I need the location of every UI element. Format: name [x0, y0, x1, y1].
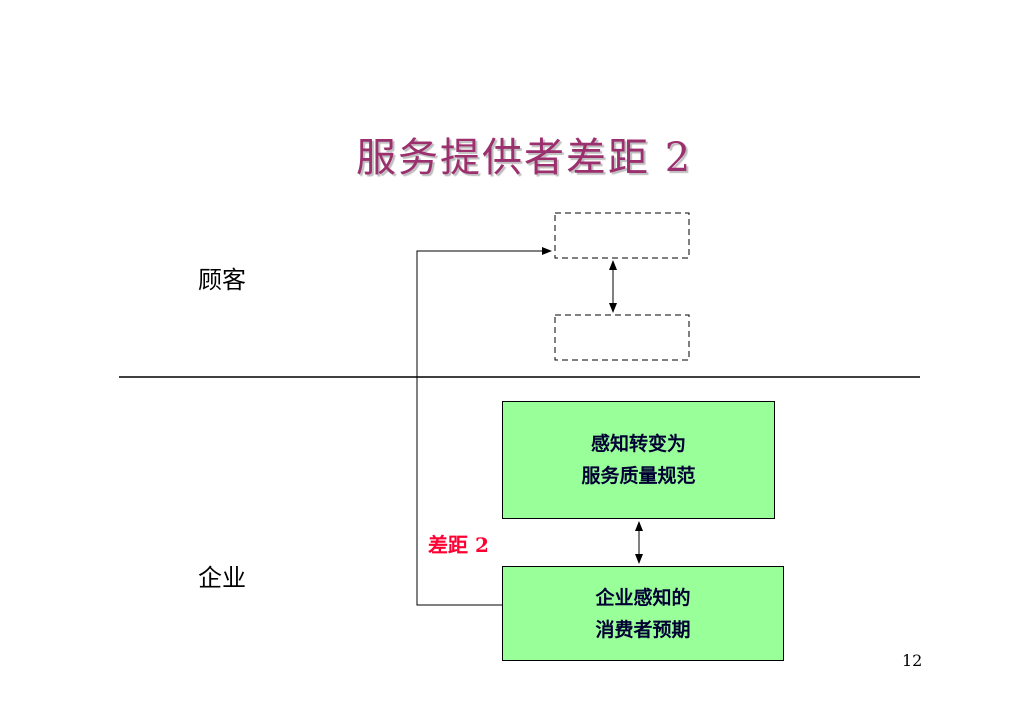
management-perception-box: 企业感知的 消费者预期 [502, 566, 784, 661]
customer-label: 顾客 [198, 266, 246, 294]
gap-label: 差距 2 [428, 533, 489, 557]
service-spec-box: 感知转变为 服务质量规范 [502, 401, 775, 519]
perception-to-top-box-connector [416, 247, 552, 606]
empty-dashed-box-top [554, 212, 690, 259]
management-perception-text: 企业感知的 消费者预期 [595, 586, 691, 641]
service-spec-text: 感知转变为 服务质量规范 [581, 433, 696, 487]
empty-dashed-box-bottom [554, 314, 690, 361]
slide-title: 服务提供者差距 2 [356, 135, 693, 181]
page-number: 12 [902, 651, 923, 670]
company-label: 企业 [198, 564, 246, 592]
